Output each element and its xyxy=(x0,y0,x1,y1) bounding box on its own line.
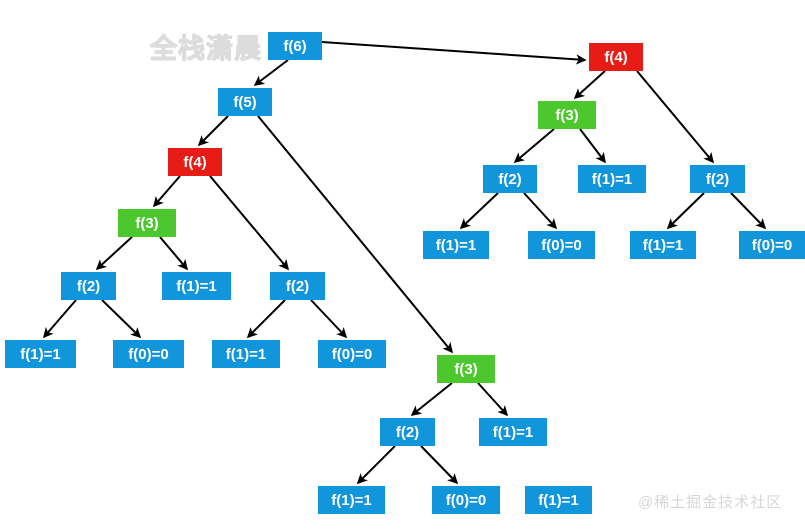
tree-edge-n13-to-n17 xyxy=(101,299,142,339)
tree-node-n15: f(2) xyxy=(270,272,325,300)
tree-node-n9: f(1)=1 xyxy=(423,231,489,259)
tree-edge-n21-to-n23 xyxy=(356,445,396,485)
tree-node-n10: f(0)=0 xyxy=(528,231,595,259)
tree-node-n24: f(0)=0 xyxy=(432,486,500,514)
tree-edge-n0-to-n2 xyxy=(321,41,587,65)
tree-node-n3: f(4) xyxy=(168,148,222,176)
tree-edge-n15-to-n19 xyxy=(310,299,348,339)
tree-node-n25: f(1)=1 xyxy=(525,486,592,514)
tree-node-n2: f(4) xyxy=(589,43,643,71)
tree-edge-n13-to-n16 xyxy=(42,299,77,339)
tree-node-n22: f(1)=1 xyxy=(479,418,547,446)
tree-edge-n8-to-n11 xyxy=(666,192,705,230)
tree-node-n20: f(3) xyxy=(437,355,495,383)
watermark-community: @稀土掘金技术社区 xyxy=(638,494,783,511)
tree-node-n8: f(2) xyxy=(690,165,745,193)
tree-node-n13: f(2) xyxy=(61,272,116,300)
tree-edge-n5-to-n13 xyxy=(95,236,133,271)
tree-edge-n3-to-n5 xyxy=(152,175,181,208)
tree-node-n21: f(2) xyxy=(380,418,435,446)
tree-node-n12: f(0)=0 xyxy=(739,231,805,259)
tree-edge-n2-to-n8 xyxy=(636,70,714,164)
tree-edge-n0-to-n1 xyxy=(253,59,289,86)
tree-edges xyxy=(42,41,767,485)
tree-node-n6: f(2) xyxy=(483,165,537,193)
tree-edge-n5-to-n14 xyxy=(159,236,189,271)
tree-node-n23: f(1)=1 xyxy=(318,486,385,514)
tree-edge-n20-to-n21 xyxy=(410,382,453,416)
tree-node-n16: f(1)=1 xyxy=(5,340,76,368)
tree-node-n11: f(1)=1 xyxy=(630,231,696,259)
tree-edge-n4-to-n6 xyxy=(513,128,555,164)
tree-edge-n6-to-n9 xyxy=(459,192,499,230)
tree-edge-n2-to-n4 xyxy=(573,70,606,100)
tree-node-n17: f(0)=0 xyxy=(113,340,184,368)
tree-node-n7: f(1)=1 xyxy=(578,165,646,193)
tree-node-n14: f(1)=1 xyxy=(162,272,231,300)
tree-node-n1: f(5) xyxy=(218,88,272,116)
tree-node-n18: f(1)=1 xyxy=(212,340,280,368)
tree-node-n4: f(3) xyxy=(538,101,596,129)
tree-edge-n3-to-n15 xyxy=(209,175,290,271)
tree-edge-n4-to-n7 xyxy=(579,128,606,164)
tree-node-n19: f(0)=0 xyxy=(318,340,386,368)
watermark-author: 全栈潇晨 xyxy=(150,34,262,65)
tree-edge-n1-to-n3 xyxy=(197,115,229,147)
tree-node-n0: f(6) xyxy=(268,32,322,60)
tree-edge-n8-to-n12 xyxy=(730,192,767,230)
tree-edge-n21-to-n24 xyxy=(420,445,459,485)
tree-edge-n20-to-n22 xyxy=(477,382,509,417)
tree-edge-n6-to-n10 xyxy=(523,192,558,230)
tree-edge-n15-to-n18 xyxy=(246,299,286,339)
tree-node-n5: f(3) xyxy=(118,209,176,237)
